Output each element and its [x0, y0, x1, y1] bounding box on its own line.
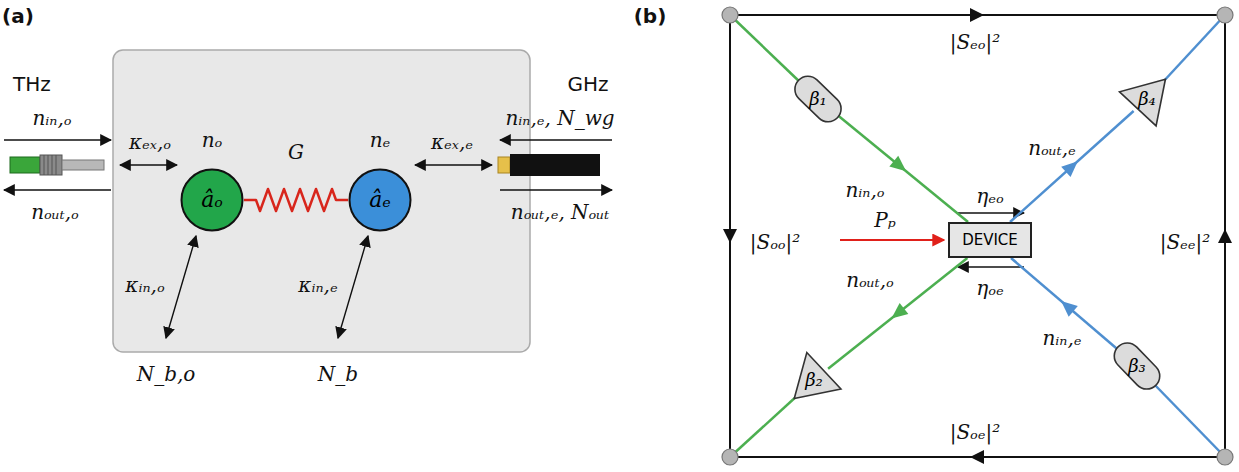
output-arrow [500, 189, 612, 191]
port-node [722, 7, 738, 23]
symbol-label: N_b [318, 363, 358, 385]
node-text: DEVICE [962, 232, 1018, 249]
flow-line [729, 23, 731, 449]
amplifier-triangle: β₄ [1122, 74, 1172, 124]
symbol-label: THz [13, 73, 51, 95]
symbol-label: N_b,o [137, 363, 196, 385]
node-text: âₑ [369, 188, 391, 212]
node-text: β₄ [1138, 89, 1156, 109]
node-text: β₃ [1128, 356, 1146, 376]
symbol-label: Pₚ [874, 209, 895, 231]
symbol-label: nₒᵤₜ,ₑ, Nₒᵤₜ [511, 201, 609, 223]
efficiency-arrow [958, 266, 1024, 268]
symbol-label: |Sₑₒ|² [950, 31, 1001, 53]
signal-connector [832, 110, 968, 222]
triangle-outline [777, 353, 841, 417]
node-text: β₁ [809, 89, 827, 109]
fiber-connector [10, 155, 104, 175]
amplifier-triangle: β₂ [789, 355, 839, 405]
symbol-label: κᵢₙ,ₒ [125, 274, 164, 296]
loss-arrow [166, 236, 196, 338]
connector-line [1010, 111, 1134, 222]
loss-element: β₃ [1113, 342, 1161, 390]
connector-line [828, 258, 967, 369]
symbol-label: nₒᵤₜ,ₒ [31, 201, 79, 223]
pump-arrow [840, 239, 944, 241]
edge-label: G [288, 141, 304, 163]
signal-connector [1011, 258, 1123, 354]
connector-line [832, 110, 968, 222]
circle-outline [350, 170, 411, 231]
signal-connector [828, 258, 967, 369]
microwave-line [1162, 15, 1225, 83]
pill-outline [790, 71, 847, 127]
efficiency-arrow [958, 212, 1024, 214]
arrowhead [889, 156, 906, 172]
coupling-arrow [415, 164, 492, 165]
symbol-label: |Sₒₒ|² [750, 231, 801, 253]
symbol-label: κᵢₙ,ₑ [298, 274, 337, 296]
port-node [1217, 7, 1233, 23]
port-node [722, 449, 738, 465]
symbol-label: nᵢₙ,ₑ, N_wg [505, 107, 614, 129]
mode-circle: âₒ [180, 168, 244, 232]
port-node [1217, 449, 1233, 465]
flow-line [738, 456, 1217, 458]
symbol-label: κₑₓ,ₒ [129, 131, 171, 153]
edge-label: nₒᵤₜ,ₑ [1028, 137, 1076, 159]
coax-cable [498, 154, 600, 176]
input-arrow [4, 139, 111, 141]
flow-line [1224, 23, 1226, 449]
node-text: β₂ [805, 370, 823, 390]
device-box: DEVICE [948, 222, 1032, 258]
circle-outline [182, 170, 243, 231]
input-arrow [500, 139, 612, 141]
signal-connector [1010, 111, 1134, 222]
node-text: âₒ [201, 188, 223, 212]
triangle-outline [1120, 62, 1184, 126]
spring-coupling [244, 189, 348, 211]
edge-label: nₒᵤₜ,ₒ [846, 269, 894, 291]
optical-line [730, 395, 798, 457]
symbol-label: κₑₓ,ₑ [431, 131, 473, 153]
connector-line [244, 189, 348, 211]
loss-element: β₁ [794, 75, 842, 123]
symbol-label: nₒ [202, 129, 223, 151]
flow-line [738, 14, 1217, 16]
optical-line [730, 15, 802, 84]
symbol-label: |Sₑₑ|² [1160, 231, 1211, 253]
coupling-arrow [120, 164, 177, 165]
symbol-label: nᵢₙ,ₒ [32, 107, 71, 129]
arrowhead [891, 303, 908, 318]
edge-label: nᵢₙ,ₒ [845, 179, 884, 201]
pill-outline [1109, 338, 1165, 395]
connector-line [1011, 258, 1123, 354]
output-arrow [4, 189, 111, 191]
loss-arrow [338, 236, 368, 338]
symbol-label: ηₒₑ [976, 277, 1003, 299]
mode-circle: âₑ [348, 168, 412, 232]
edge-label: nᵢₙ,ₑ [1042, 327, 1081, 349]
arrowhead [1061, 161, 1078, 177]
panel-label: (b) [634, 5, 667, 27]
symbol-label: ηₑₒ [976, 185, 1003, 207]
symbol-label: |Sₒₑ|² [950, 421, 1001, 443]
microwave-line [1152, 382, 1225, 457]
symbol-label: nₑ [370, 129, 391, 151]
symbol-label: GHz [567, 73, 608, 95]
panel-label: (a) [2, 5, 34, 27]
device-housing [113, 50, 530, 352]
arrowhead [1061, 301, 1078, 317]
